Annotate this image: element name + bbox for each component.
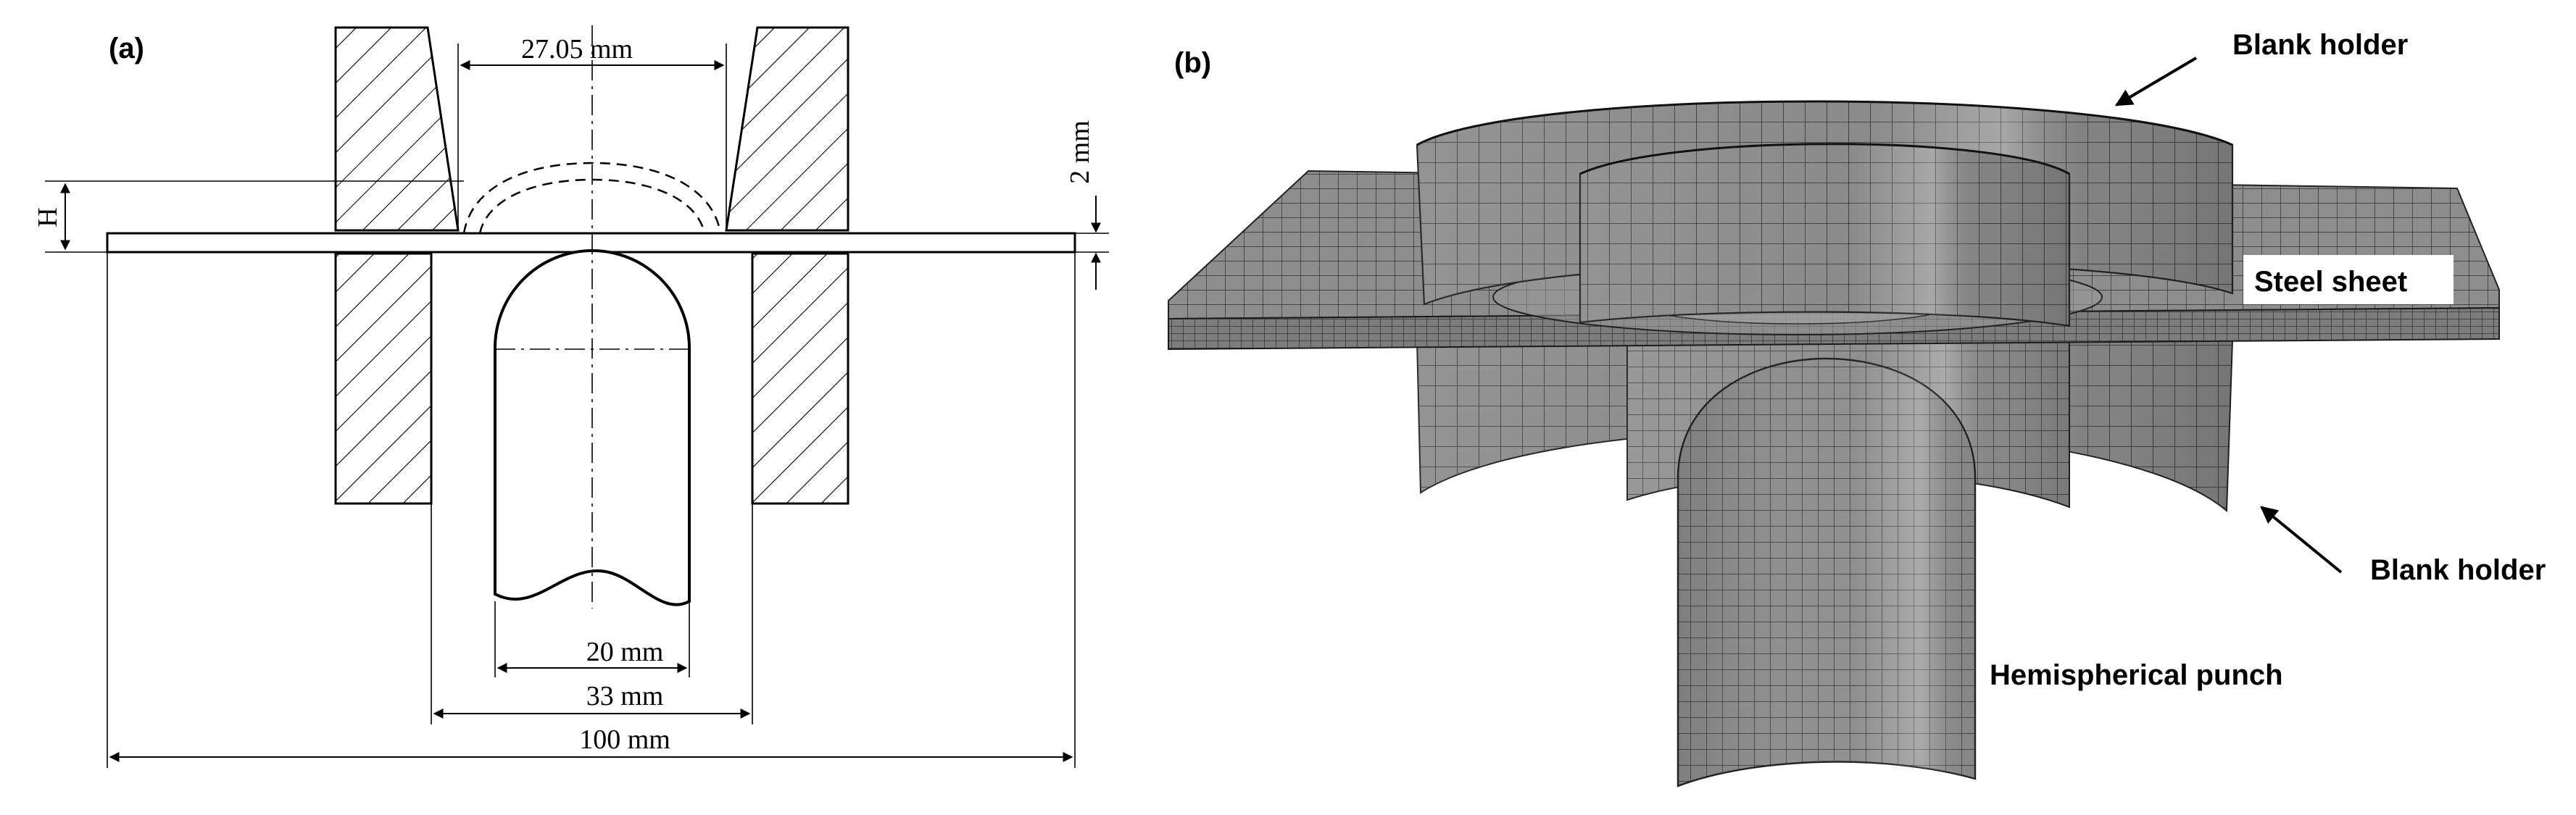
arrow-top-holder [2114,57,2198,106]
callout-sheet: Steel sheet [2254,266,2407,298]
panel-b-fe-model: (b) Blank holder Steel sheet Blank holde… [1168,29,2546,787]
dim-die-opening: 27.05 mm [521,34,633,64]
upper-die-left [334,26,460,232]
dim-sheet: 100 mm [579,724,670,755]
callout-bottom-holder: Blank holder [2370,554,2546,586]
dim-height: H [33,207,63,227]
panel-a-schematic: (a) 27.05 mm H 2 mm [33,25,1109,768]
callout-sheet-bg [2243,255,2454,304]
upper-die-right [725,26,849,232]
lower-holder-left [334,252,433,505]
dim-punch: 20 mm [586,637,664,667]
lower-holder-right [751,252,849,505]
dim-holder: 33 mm [586,681,664,711]
panel-a-label: (a) [109,33,144,64]
arrow-bottom-holder [2260,506,2343,574]
panel-b-label: (b) [1174,47,1211,79]
upper-holder-top-rim [1416,100,2233,146]
deformed-dome-dashed [462,162,722,234]
callout-top-holder: Blank holder [2232,29,2408,61]
dim-gap: 2 mm [1065,120,1095,184]
callout-punch: Hemispherical punch [1990,659,2283,691]
